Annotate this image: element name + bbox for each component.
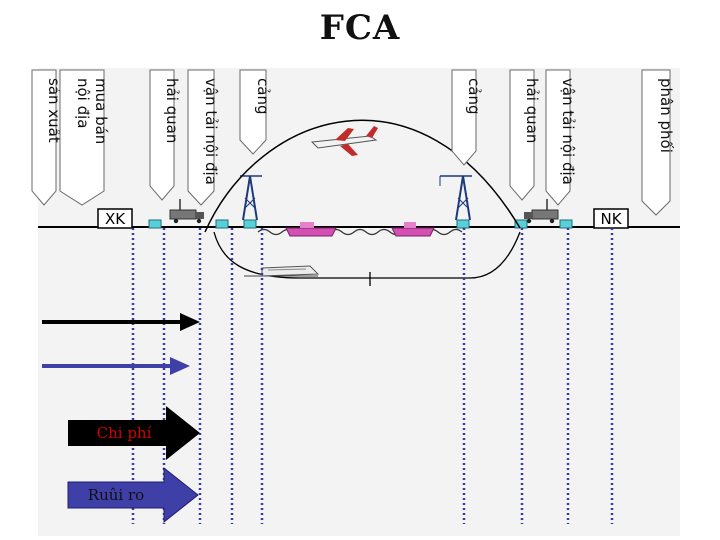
tag-label: sản xuất bbox=[45, 78, 63, 143]
tag-shape bbox=[187, 69, 215, 206]
export-box-label: XK bbox=[105, 210, 126, 228]
tag-san-xuat: sản xuất bbox=[31, 69, 63, 206]
export-box bbox=[97, 208, 133, 229]
cost-line-arrow bbox=[42, 313, 200, 331]
tag-label: cảng bbox=[254, 78, 272, 114]
import-box-label: NK bbox=[600, 210, 622, 228]
train-icon bbox=[244, 265, 320, 277]
air-route-line bbox=[204, 119, 521, 233]
diagram-title: FCA bbox=[319, 8, 401, 48]
airplane-icon bbox=[310, 126, 378, 156]
tag-shape bbox=[509, 69, 535, 201]
risk-label: Ruûi ro bbox=[88, 486, 144, 504]
division-lines bbox=[131, 228, 614, 524]
cargo-ship-icon bbox=[285, 222, 337, 237]
tag-label: phân phối bbox=[657, 78, 675, 153]
tag-label: nội địa bbox=[74, 78, 92, 129]
checkpoint-marker bbox=[243, 219, 257, 229]
land-route-line bbox=[213, 231, 521, 279]
tag-label: vận tải nội địa bbox=[559, 78, 577, 185]
import-port-crane-icon bbox=[439, 175, 472, 221]
tag-shape bbox=[451, 69, 477, 166]
tag-shape bbox=[641, 69, 671, 216]
tag-shape bbox=[31, 69, 57, 206]
tag-label: mua bán bbox=[92, 78, 110, 144]
export-truck-icon bbox=[169, 199, 204, 224]
checkpoint-marker bbox=[148, 219, 162, 229]
checkpoint-markers bbox=[148, 219, 573, 229]
import-truck-icon bbox=[524, 199, 559, 224]
risk-block-arrow-shape bbox=[67, 466, 199, 524]
cost-label: Chi phí bbox=[97, 424, 152, 442]
tag-cang-nk: cảng bbox=[451, 69, 483, 166]
cost-block-arrow-shape bbox=[68, 406, 200, 460]
risk-block-arrow: Ruûi ro bbox=[67, 466, 199, 524]
checkpoint-marker bbox=[215, 219, 229, 229]
checkpoint-marker bbox=[456, 219, 470, 229]
tag-label: hải quan bbox=[163, 78, 181, 143]
cost-block-arrow: Chi phí bbox=[68, 406, 200, 460]
diagram-background bbox=[38, 68, 680, 536]
tag-shape bbox=[59, 69, 105, 206]
tag-shape bbox=[545, 69, 571, 206]
cargo-ship-icon bbox=[391, 222, 435, 237]
checkpoint-marker bbox=[559, 219, 573, 229]
risk-line-arrow bbox=[42, 357, 190, 375]
tag-cang-xk: cảng bbox=[239, 69, 272, 155]
tag-phan-phoi: phân phối bbox=[641, 69, 675, 216]
tag-van-tai-noi-dia-xk: vận tải nội địa bbox=[187, 69, 220, 206]
tag-label: vận tải nội địa bbox=[202, 78, 220, 185]
tag-label: hải quan bbox=[523, 78, 541, 143]
tag-van-tai-noi-dia-nk: vận tải nội địa bbox=[545, 69, 577, 206]
tag-hai-quan-xk: hải quan bbox=[149, 69, 181, 201]
export-port-crane-icon bbox=[240, 175, 262, 221]
tag-label: cảng bbox=[465, 78, 483, 114]
tag-shape bbox=[149, 69, 175, 201]
tag-shape bbox=[239, 69, 267, 155]
tag-hai-quan-nk: hải quan bbox=[509, 69, 541, 201]
